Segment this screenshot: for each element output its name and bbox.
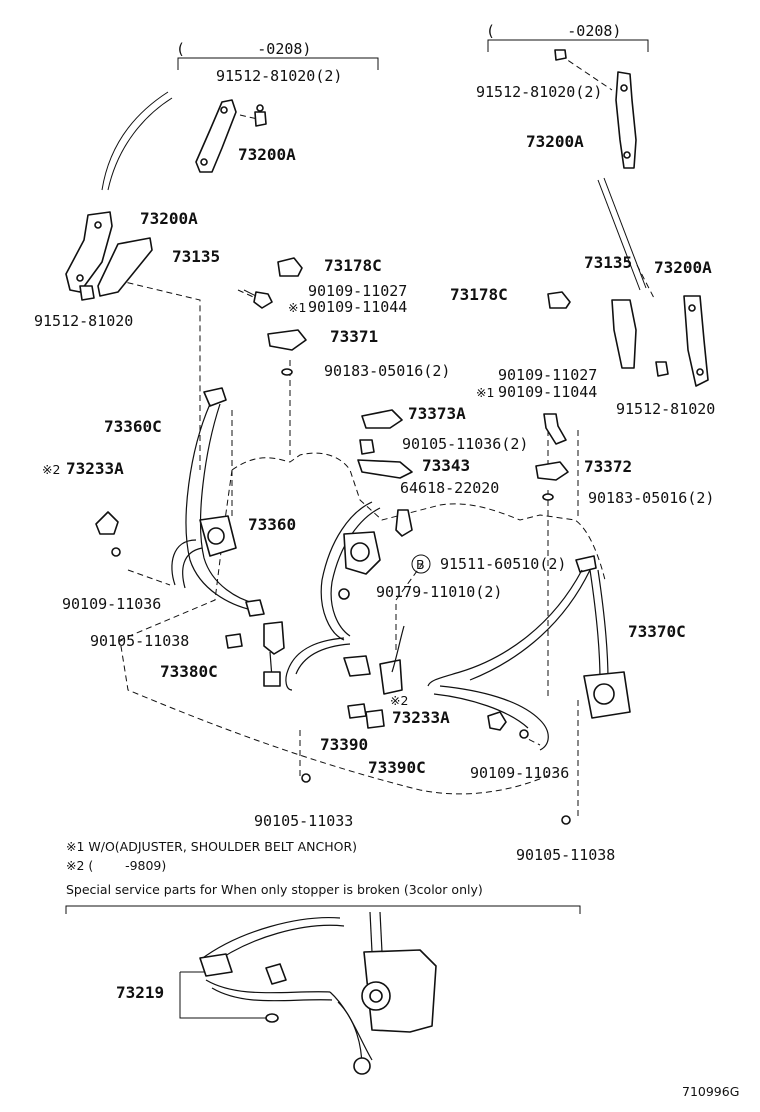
shoulder-adjuster-right <box>611 295 709 387</box>
plate-73343 <box>357 459 413 479</box>
part-label-73343: 73343 <box>422 456 470 475</box>
seat-outline <box>119 380 606 820</box>
part-label-90109-11027-center: 90109-11027 <box>308 282 407 300</box>
cover-73178C-right <box>547 291 571 309</box>
part-label-73371: 73371 <box>330 327 378 346</box>
stopper-73233A-center <box>487 711 507 731</box>
part-label-91512-81020-2-top-left: 91512-81020(2) <box>216 67 342 85</box>
part-label-91511-60510: 91511-60510(2) <box>440 555 566 573</box>
footnote-2: ※2 ( -9809) <box>66 858 166 873</box>
part-label-73200a-left: 73200A <box>140 209 198 228</box>
bolt-right-90109 <box>543 413 567 445</box>
cover-73371 <box>267 329 307 351</box>
washer-90183-right <box>542 493 554 501</box>
seat-belt-73360 <box>285 501 405 695</box>
mark-1-right: ※1 <box>476 385 494 400</box>
part-label-90179-11010: 90179-11010(2) <box>376 583 502 601</box>
seat-belt-73360C <box>111 387 265 649</box>
part-label-90105-11033: 90105-11033 <box>254 812 353 830</box>
cover-73372 <box>535 461 569 481</box>
special-service-bracket <box>65 905 581 914</box>
part-label-91512-81020-right: 91512-81020 <box>616 400 715 418</box>
part-label-90109-11044-right: 90109-11044 <box>498 383 597 401</box>
cover-73373A <box>361 409 403 429</box>
part-label-73178c-right: 73178C <box>450 285 508 304</box>
reference-marker-b-label: B <box>416 557 425 572</box>
part-label-64618-22020: 64618-22020 <box>400 479 499 497</box>
part-label-73390: 73390 <box>320 735 368 754</box>
part-label-73200a-top-left: 73200A <box>238 145 296 164</box>
part-label-73200a-right: 73200A <box>654 258 712 277</box>
part-label-90109-11044-center: 90109-11044 <box>308 298 407 316</box>
part-label-73219: 73219 <box>116 983 164 1002</box>
special-service-note: Special service parts for When only stop… <box>66 882 483 897</box>
part-label-90109-11027-right: 90109-11027 <box>498 366 597 384</box>
buckle-73390 <box>301 703 385 783</box>
part-label-73233a-center: 73233A <box>392 708 450 727</box>
bracket-label-top-right: ( -0208) <box>486 22 621 40</box>
part-label-90109-11036-right: 90109-11036 <box>470 764 569 782</box>
part-label-73200a-top-right: 73200A <box>526 132 584 151</box>
bracket-top-right <box>487 39 649 52</box>
part-label-73372: 73372 <box>584 457 632 476</box>
footnote-1: ※1 W/O(ADJUSTER, SHOULDER BELT ANCHOR) <box>66 839 357 854</box>
part-label-90105-11038-right: 90105-11038 <box>516 846 615 864</box>
stopper-detail-73219 <box>179 911 437 1075</box>
part-label-91512-81020-left: 91512-81020 <box>34 312 133 330</box>
stopper-73233A-left <box>95 511 119 535</box>
bracket-label-top-left: ( -0208) <box>176 40 311 58</box>
part-label-73390c: 73390C <box>368 758 426 777</box>
mark-2-center: ※2 <box>390 693 408 708</box>
shoulder-anchor-top-left <box>195 99 267 173</box>
diagram-id: 710996G <box>682 1084 739 1099</box>
seat-belt-73370C <box>427 555 631 825</box>
part-label-90183-05016-2-right: 90183-05016(2) <box>588 489 714 507</box>
washer-90183-center <box>281 368 293 376</box>
part-label-90109-11036-left: 90109-11036 <box>62 595 161 613</box>
part-label-73135-right: 73135 <box>584 253 632 272</box>
mark-1-center: ※1 <box>288 300 306 315</box>
part-label-73360: 73360 <box>248 515 296 534</box>
part-label-90105-11038-left: 90105-11038 <box>90 632 189 650</box>
part-label-73380c: 73380C <box>160 662 218 681</box>
guide-curves <box>101 91 647 291</box>
bracket-top-left <box>177 57 379 70</box>
part-label-90183-05016-2-center: 90183-05016(2) <box>324 362 450 380</box>
part-label-91512-81020-2-top-right: 91512-81020(2) <box>476 83 602 101</box>
part-label-73360c: 73360C <box>104 417 162 436</box>
part-label-73135-left: 73135 <box>172 247 220 266</box>
reference-marker-b <box>411 554 431 574</box>
buckle-73380C <box>263 621 285 687</box>
cover-73178C-center <box>277 257 303 277</box>
part-label-90105-11036-2: 90105-11036(2) <box>402 435 528 453</box>
part-label-73233a-left: 73233A <box>66 459 124 478</box>
part-label-73178c-center: 73178C <box>324 256 382 275</box>
shoulder-anchor-top-right <box>554 49 637 169</box>
part-label-73373a: 73373A <box>408 404 466 423</box>
mark-2-left: ※2 <box>42 462 60 477</box>
bracket-64618 <box>395 509 413 537</box>
bolt-center-90109 <box>243 289 273 309</box>
bolt-90105-11036 <box>359 439 375 455</box>
part-label-73370c: 73370C <box>628 622 686 641</box>
shoulder-adjuster-left <box>65 211 153 301</box>
